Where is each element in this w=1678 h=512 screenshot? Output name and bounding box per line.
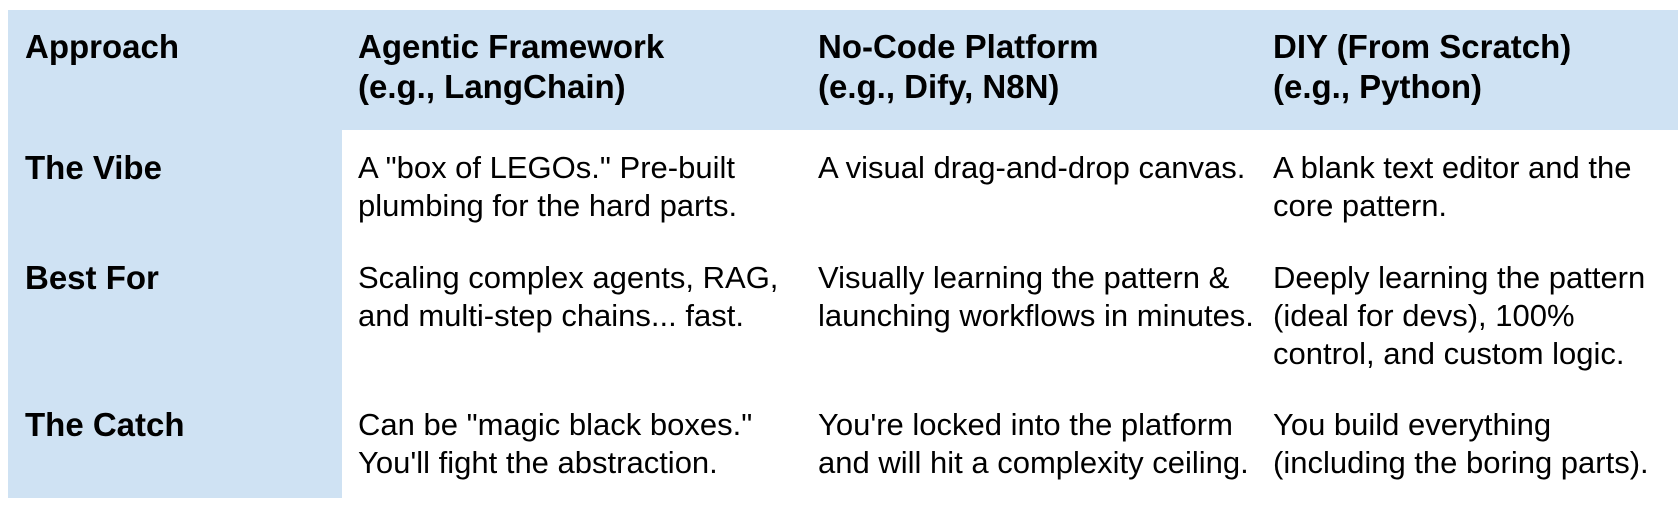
column-header-approach-label: Approach [25,28,180,65]
column-header-diy-sublabel: (e.g., Python) [1273,68,1482,105]
row-label-the-vibe: The Vibe [8,130,342,240]
cell-vibe-agentic-framework: A "box of LEGOs." Pre-built plumbing for… [342,130,802,240]
cell-best-for-agentic-framework: Scaling complex agents, RAG, and multi-s… [342,240,802,387]
row-label-best-for: Best For [8,240,342,387]
comparison-table: Approach Agentic Framework (e.g., LangCh… [8,10,1678,498]
column-header-no-code-platform-sublabel: (e.g., Dify, N8N) [818,68,1060,105]
column-header-diy: DIY (From Scratch) (e.g., Python) [1257,10,1678,130]
column-header-diy-label: DIY (From Scratch) [1273,28,1572,65]
cell-best-for-diy: Deeply learning the pattern (ideal for d… [1257,240,1678,387]
cell-catch-agentic-framework: Can be "magic black boxes." You'll fight… [342,387,802,498]
column-header-agentic-framework-label: Agentic Framework [358,28,665,65]
column-header-approach: Approach [8,10,342,130]
cell-vibe-no-code-platform: A visual drag-and-drop canvas. [802,130,1257,240]
cell-catch-diy: You build everything (including the bori… [1257,387,1678,498]
row-label-the-catch: The Catch [8,387,342,498]
cell-vibe-diy: A blank text editor and the core pattern… [1257,130,1678,240]
cell-best-for-no-code-platform: Visually learning the pattern & launchin… [802,240,1257,387]
column-header-no-code-platform: No-Code Platform (e.g., Dify, N8N) [802,10,1257,130]
column-header-agentic-framework: Agentic Framework (e.g., LangChain) [342,10,802,130]
column-header-agentic-framework-sublabel: (e.g., LangChain) [358,68,626,105]
column-header-no-code-platform-label: No-Code Platform [818,28,1099,65]
cell-catch-no-code-platform: You're locked into the platform and will… [802,387,1257,498]
